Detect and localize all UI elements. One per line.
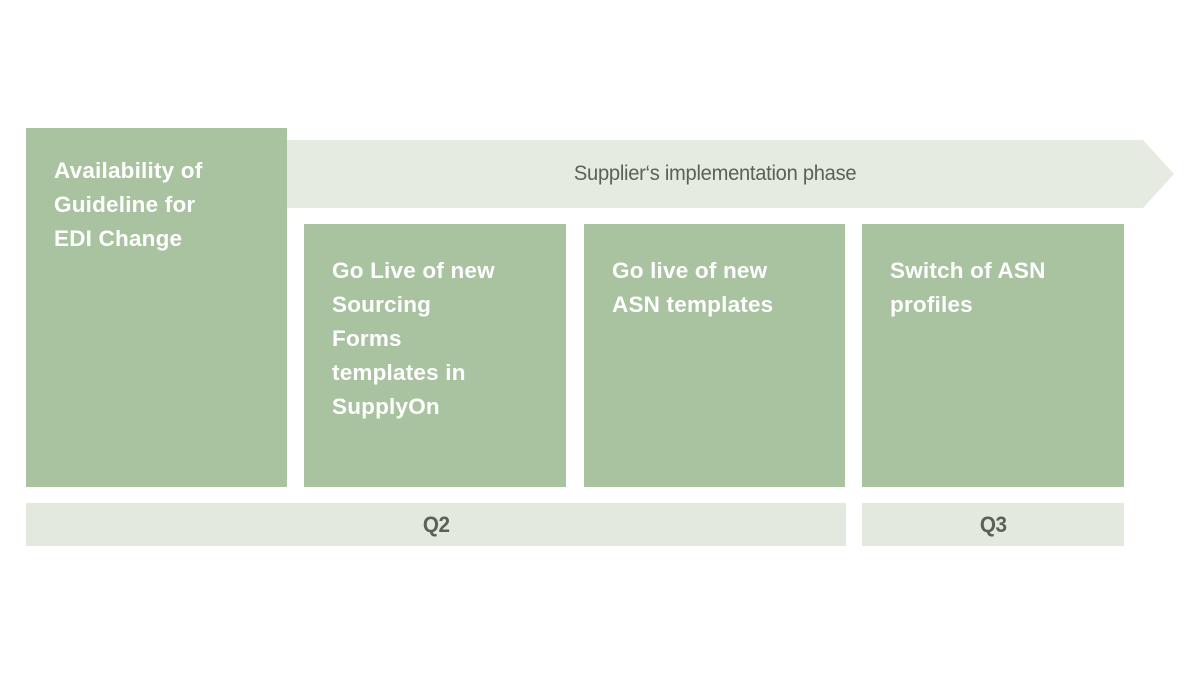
- phase-box-asn-templates: Go live of new ASN templates: [584, 224, 845, 487]
- implementation-phase-arrow-band: Supplier‘s implementation phase: [287, 140, 1143, 208]
- quarter-bar-q3: Q3: [862, 503, 1124, 546]
- milestone-box-edi-guideline: Availability of Guideline for EDI Change: [26, 128, 287, 487]
- phase-label: Go live of new ASN templates: [612, 258, 774, 317]
- quarter-label-q2: Q2: [422, 511, 450, 537]
- quarter-bar-q2: Q2: [26, 503, 846, 546]
- phase-label: Switch of ASN profiles: [890, 258, 1046, 317]
- phase-box-sourcing-forms: Go Live of new Sourcing Forms templates …: [304, 224, 566, 487]
- phase-box-asn-profiles: Switch of ASN profiles: [862, 224, 1124, 487]
- arrow-tip: [1143, 140, 1174, 208]
- milestone-label: Availability of Guideline for EDI Change: [54, 158, 203, 251]
- phase-label: Go Live of new Sourcing Forms templates …: [332, 258, 495, 419]
- quarter-label-q3: Q3: [979, 511, 1007, 537]
- implementation-phase-label: Supplier‘s implementation phase: [573, 162, 857, 185]
